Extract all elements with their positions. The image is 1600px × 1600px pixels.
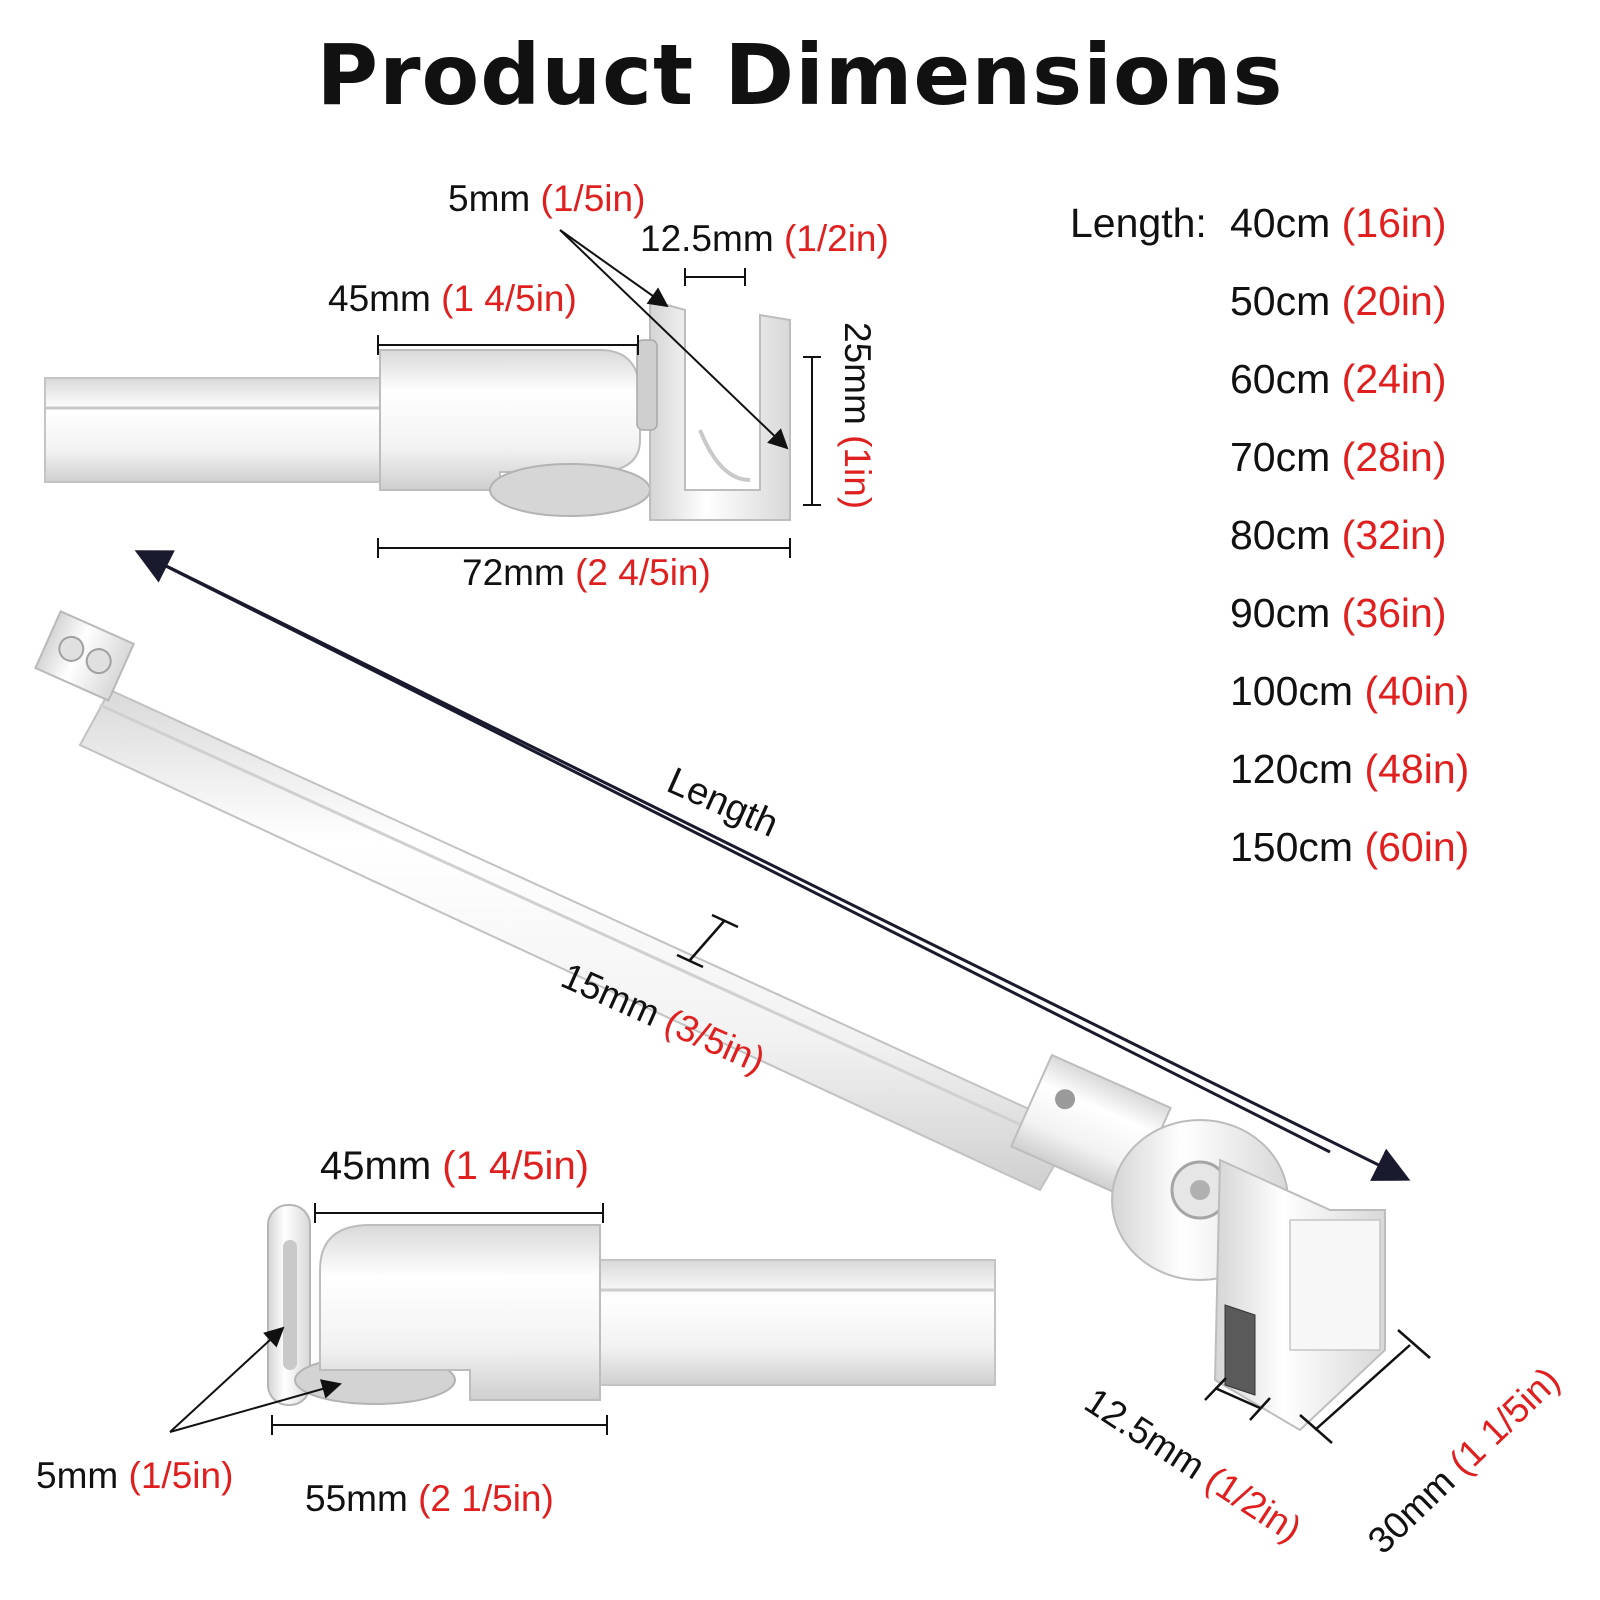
cm-value: 60cm (1230, 356, 1331, 402)
cm-value: 120cm (1230, 746, 1354, 792)
stabilizer-bar-drawing (34, 610, 1386, 1432)
inch-value: (36in) (1341, 590, 1447, 636)
cm-value: 100cm (1230, 668, 1354, 714)
inch-value: (1 4/5in) (441, 278, 577, 319)
inch-value: (20in) (1341, 278, 1447, 324)
inch-value: (1in) (837, 435, 878, 510)
mm-value: 45mm (320, 1144, 432, 1188)
top-wall-thickness-label: 5mm (1/5in) (448, 178, 645, 220)
length-option: 150cm (60in) (1230, 824, 1469, 871)
cm-value: 40cm (1230, 200, 1331, 246)
length-option: 70cm (28in) (1230, 434, 1447, 481)
inch-value: (24in) (1341, 356, 1447, 402)
length-option: 40cm (16in) (1230, 200, 1447, 247)
top-arm-length-label: 45mm (1 4/5in) (328, 278, 577, 320)
inch-value: (60in) (1364, 824, 1470, 870)
inch-value: (1/5in) (128, 1455, 234, 1496)
bar-width-dimension (676, 913, 739, 969)
wall-bracket-drawing (267, 1204, 996, 1406)
mm-value: 25mm (837, 322, 878, 425)
inch-value: (1 4/5in) (442, 1144, 590, 1188)
top-bracket-pivot (489, 463, 651, 517)
cm-value: 90cm (1230, 590, 1331, 636)
wall-bracket-arm (319, 1224, 601, 1401)
top-bar-section (44, 377, 381, 483)
length-options-label: Length: (1070, 200, 1207, 246)
mm-value: 72mm (462, 552, 565, 593)
length-arrow-left (134, 550, 1331, 1154)
top-bracket-drawing (44, 298, 791, 521)
bar-end-cap (34, 610, 136, 702)
stabilizer-bar (78, 688, 1077, 1192)
top-total-length-label: 72mm (2 4/5in) (462, 552, 711, 594)
bottom-bar-section (599, 1259, 996, 1386)
wall-base-length-label: 55mm (2 1/5in) (305, 1478, 554, 1520)
inch-value: (2 4/5in) (575, 552, 711, 593)
cm-value: 150cm (1230, 824, 1354, 870)
length-arrow-right (139, 551, 1411, 1181)
mm-value: 12.5mm (640, 218, 774, 259)
inch-value: (48in) (1364, 746, 1470, 792)
top-height-label: 25mm (1in) (836, 322, 878, 509)
length-option: 60cm (24in) (1230, 356, 1447, 403)
inch-value: (40in) (1364, 668, 1470, 714)
mm-value: 5mm (36, 1455, 119, 1496)
inch-value: (16in) (1341, 200, 1447, 246)
top-bracket-dimension-lines (377, 229, 821, 558)
inch-value: (28in) (1341, 434, 1447, 480)
inch-value: (1/5in) (540, 178, 646, 219)
inch-value: (2 1/5in) (418, 1478, 554, 1519)
wall-bracket-dimension-lines (169, 1203, 608, 1435)
length-option: 80cm (32in) (1230, 512, 1447, 559)
top-slot-width-label: 12.5mm (1/2in) (640, 218, 889, 260)
inch-value: (1/2in) (783, 218, 889, 259)
mm-value: 5mm (448, 178, 531, 219)
wall-arm-length-label: 45mm (1 4/5in) (320, 1144, 589, 1189)
cm-value: 50cm (1230, 278, 1331, 324)
cm-value: 80cm (1230, 512, 1331, 558)
end-clamp-dimension-lines (1204, 1329, 1431, 1444)
wall-plate-thickness-label: 5mm (1/5in) (36, 1455, 233, 1497)
length-option: 50cm (20in) (1230, 278, 1447, 325)
inch-value: (32in) (1341, 512, 1447, 558)
length-option: 90cm (36in) (1230, 590, 1447, 637)
page-title: Product Dimensions (316, 26, 1284, 124)
length-option: 120cm (48in) (1230, 746, 1469, 793)
cm-value: 70cm (1230, 434, 1331, 480)
mm-value: 45mm (328, 278, 431, 319)
mm-value: 55mm (305, 1478, 408, 1519)
top-glass-clamp (649, 298, 791, 521)
length-option: 100cm (40in) (1230, 668, 1469, 715)
